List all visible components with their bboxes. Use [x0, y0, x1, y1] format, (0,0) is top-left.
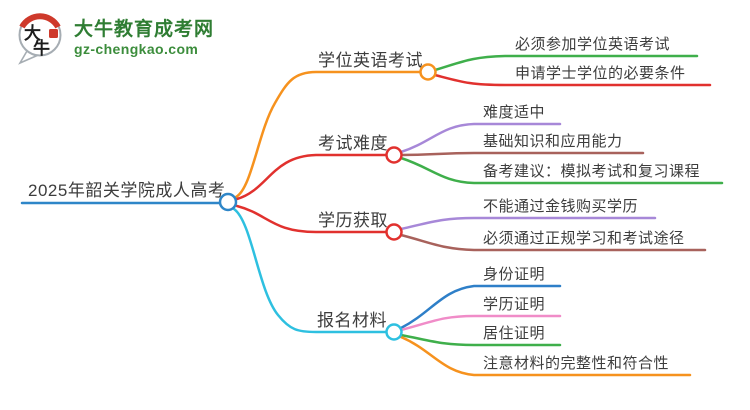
- branch-label-degree-english[interactable]: 学位英语考试: [318, 51, 423, 70]
- leaf-label-must-take-exam[interactable]: 必须参加学位英语考试: [515, 36, 671, 53]
- branch-label-diploma[interactable]: 学历获取: [318, 211, 388, 230]
- logo-char-2: 牛: [33, 38, 50, 58]
- site-logo[interactable]: 大 牛 大牛教育成考网 gz-chengkao.com: [14, 10, 214, 66]
- leaf-label-prep-advice[interactable]: 备考建议：模拟考试和复习课程: [483, 163, 701, 180]
- node-circle-diploma[interactable]: [385, 223, 403, 241]
- logo-text-block: 大牛教育成考网 gz-chengkao.com: [74, 19, 214, 58]
- logo-red-cap: [19, 13, 61, 29]
- leaf-label-basic-knowledge[interactable]: 基础知识和应用能力: [483, 133, 623, 150]
- logo-bubble-icon: 大 牛: [18, 13, 62, 65]
- root-node-label[interactable]: 2025年韶关学院成人高考: [28, 181, 226, 200]
- leaf-label-bachelor-requirement[interactable]: 申请学士学位的必要条件: [515, 65, 686, 82]
- edge-prep-advice: [399, 156, 724, 185]
- node-circle-materials[interactable]: [385, 323, 403, 341]
- edge-root-exam-difficulty: [235, 153, 388, 201]
- branch-label-exam-difficulty[interactable]: 考试难度: [318, 134, 388, 153]
- logo-title: 大牛教育成考网: [74, 18, 215, 40]
- branch-label-materials[interactable]: 报名材料: [317, 311, 387, 330]
- edge-no-money-buy: [399, 216, 657, 231]
- edge-basic-knowledge: [399, 151, 645, 157]
- leaf-label-moderate-difficulty[interactable]: 难度适中: [483, 104, 546, 121]
- edge-must-take-exam: [433, 54, 699, 72]
- logo-url: gz-chengkao.com: [74, 40, 199, 57]
- leaf-label-no-money-buy[interactable]: 不能通过金钱购买学历: [483, 198, 639, 215]
- root-node-circle[interactable]: [218, 192, 238, 212]
- leaf-label-formal-study[interactable]: 必须通过正规学习和考试途径: [483, 230, 685, 247]
- logo-seal: [49, 29, 58, 38]
- edge-bachelor-requirement: [433, 73, 712, 87]
- node-circle-degree-english[interactable]: [419, 63, 437, 81]
- leaf-label-id-proof[interactable]: 身份证明: [483, 266, 546, 283]
- leaf-label-education-proof[interactable]: 学历证明: [483, 296, 546, 313]
- node-circle-exam-difficulty[interactable]: [385, 146, 403, 164]
- edge-root-degree-english: [234, 70, 422, 199]
- edge-materials-note: [399, 335, 692, 377]
- logo-char-1: 大: [24, 23, 41, 43]
- edge-moderate-difficulty: [399, 122, 562, 154]
- edge-root-diploma: [235, 204, 388, 234]
- edge-formal-study: [399, 233, 707, 252]
- edge-id-proof: [399, 284, 562, 330]
- edge-education-proof: [399, 314, 562, 332]
- edge-root-materials: [232, 207, 388, 334]
- leaf-label-residence-proof[interactable]: 居住证明: [483, 325, 546, 342]
- leaf-label-materials-note[interactable]: 注意材料的完整性和符合性: [483, 355, 670, 372]
- edge-residence-proof: [399, 333, 562, 347]
